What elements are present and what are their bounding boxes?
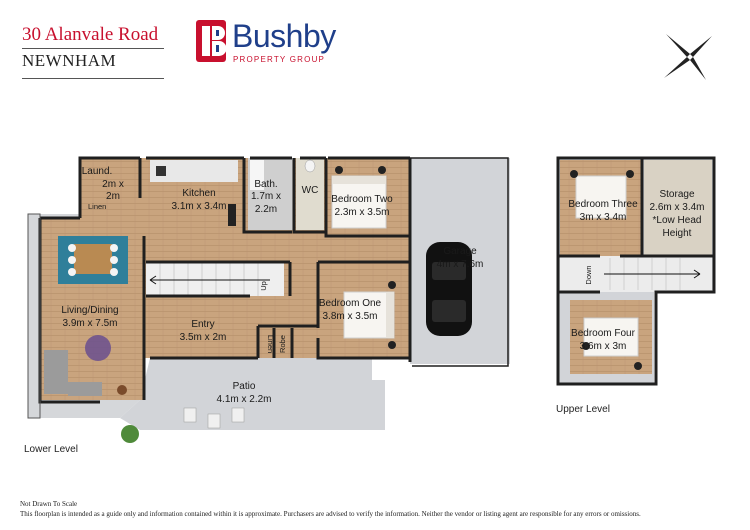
stair-up-label: Up — [259, 281, 268, 291]
bushby-logo-subtitle: PROPERTY GROUP — [233, 55, 326, 64]
bedroom-one-label: Bedroom One — [319, 298, 382, 309]
laundry-label: Laund. — [82, 166, 113, 177]
storage-note-line2: Height — [663, 228, 692, 239]
disclaimer-text: This floorplan is intended as a guide on… — [20, 510, 641, 518]
living-dining-dims: 3.9m x 7.5m — [62, 318, 117, 329]
laundry-dims-line2: 2m — [106, 191, 120, 202]
storage-label: Storage — [659, 189, 694, 200]
bath-label: Bath. — [254, 179, 277, 190]
bed-one — [343, 291, 395, 339]
bath-dims-line2: 2.2m — [255, 204, 277, 215]
stair-area — [146, 262, 284, 296]
kitchen-dims: 3.1m x 3.4m — [171, 201, 226, 212]
upper-level-caption: Upper Level — [556, 404, 610, 415]
kitchen-label: Kitchen — [182, 188, 215, 199]
round-rug — [85, 335, 111, 361]
storage-note-line1: *Low Head — [653, 215, 702, 226]
upper-level-plan — [556, 156, 716, 386]
bed-two — [331, 175, 387, 229]
storage-dims: 2.6m x 3.4m — [649, 202, 704, 213]
bedroom-four-label: Bedroom Four — [571, 328, 636, 339]
bedroom-three-label: Bedroom Three — [568, 199, 638, 210]
north-arrow-icon — [664, 34, 712, 80]
property-suburb: NEWNHAM — [22, 51, 117, 70]
bedroom-one-dims: 3.8m x 3.5m — [322, 311, 377, 322]
dining-table — [74, 244, 112, 274]
bedroom-two-label: Bedroom Two — [331, 194, 393, 205]
bedroom-three-dims: 3m x 3.4m — [580, 212, 627, 223]
bed-four — [583, 317, 639, 357]
header-divider-bottom — [22, 78, 164, 79]
bed-three — [575, 175, 627, 219]
entry-label: Entry — [191, 319, 214, 330]
entry-dims: 3.5m x 2m — [180, 332, 227, 343]
garage-dims: 4m x 7.6m — [437, 259, 484, 270]
living-dining-label: Living/Dining — [61, 305, 118, 316]
lower-level-caption: Lower Level — [24, 444, 78, 455]
lower-level-plan — [27, 156, 510, 443]
linen-cupboard-label: Linen — [266, 335, 275, 353]
stair-down-label: Down — [584, 265, 593, 284]
bushby-logo-text: Bushby — [232, 18, 336, 54]
bedroom-two-dims: 2.3m x 3.5m — [334, 207, 389, 218]
plant-icon — [121, 425, 139, 443]
header-divider-top — [22, 48, 164, 49]
robe-label: Robe — [278, 335, 287, 353]
wc-label: WC — [302, 185, 319, 196]
bushby-logo-mark-icon — [196, 20, 227, 62]
bath-dims-line1: 1.7m x — [251, 191, 281, 202]
linen-label-top: Linen — [88, 202, 106, 211]
patio-label: Patio — [233, 381, 256, 392]
sofa — [44, 350, 68, 394]
laundry-dims-line1: 2m x — [102, 179, 124, 190]
garage-label: Garage — [443, 246, 477, 257]
property-address-street: 30 Alanvale Road — [22, 24, 159, 45]
bedroom-four-dims: 3.6m x 3m — [580, 341, 627, 352]
patio-dims: 4.1m x 2.2m — [216, 394, 271, 405]
not-to-scale-note: Not Drawn To Scale — [20, 500, 78, 508]
